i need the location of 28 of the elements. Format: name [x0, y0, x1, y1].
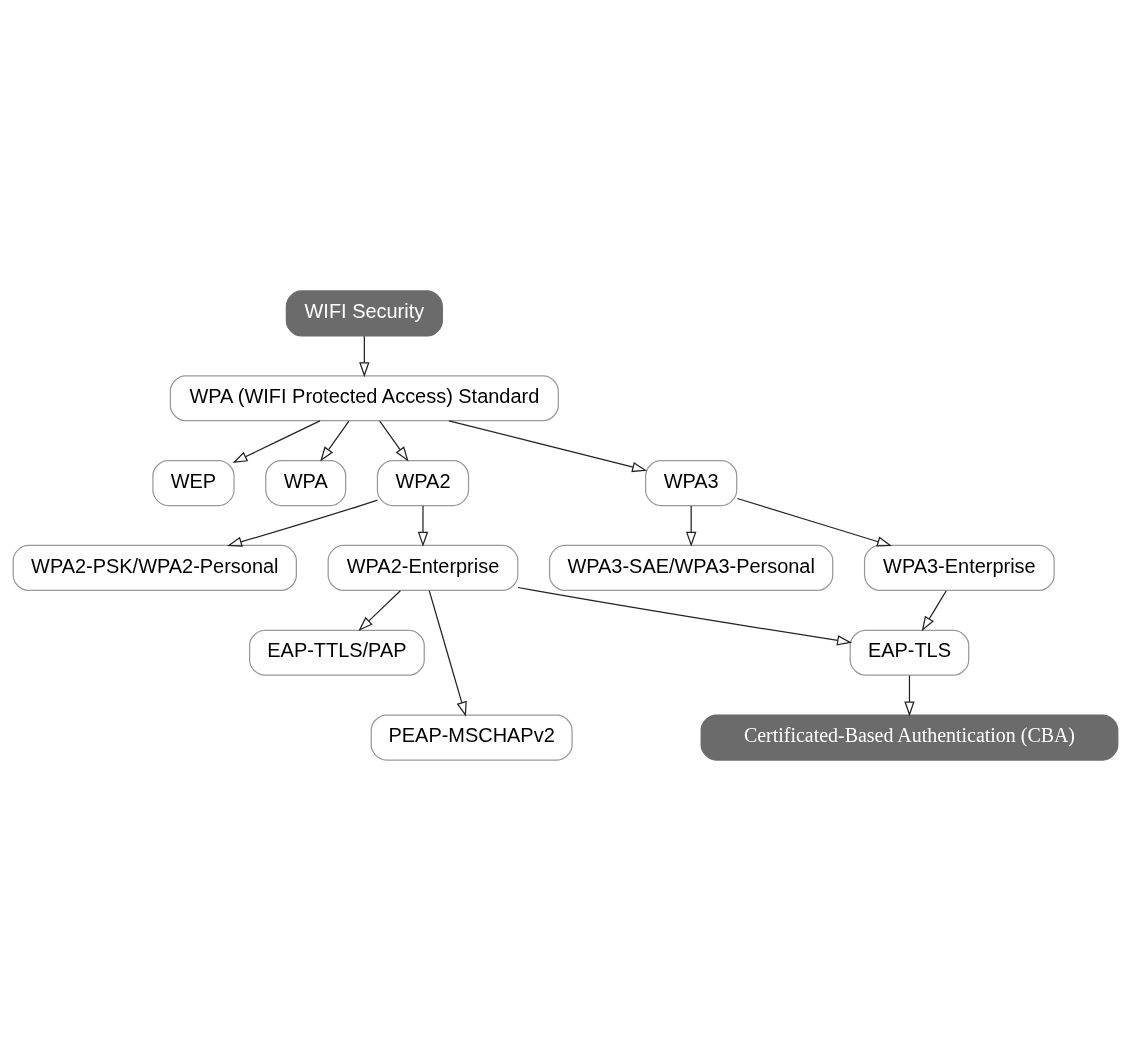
node-box: PEAP-MSCHAPv2 — [370, 713, 573, 761]
node-box: EAP-TTLS/PAP — [248, 629, 425, 676]
arrow — [320, 420, 350, 462]
node-box: WPA3 — [645, 459, 738, 506]
node-box: WPA3-SAE/WPA3-Personal — [548, 544, 834, 591]
node-box: WEP — [152, 459, 235, 506]
node-box: WPA — [265, 459, 347, 506]
arrow — [921, 589, 947, 631]
arrow — [685, 504, 697, 547]
arrow — [359, 335, 370, 377]
arrow — [428, 589, 467, 717]
node-box: WIFI Security — [285, 289, 443, 337]
arrow — [417, 504, 429, 547]
arrow — [517, 586, 853, 645]
arrow — [904, 674, 915, 716]
node-box: WPA2-PSK/WPA2-Personal — [12, 544, 297, 591]
arrow — [232, 419, 321, 463]
node-box: Certificated-Based Authentication (CBA) — [700, 713, 1119, 761]
node-box: EAP-TLS — [849, 629, 970, 676]
node-box: WPA3-Enterprise — [863, 544, 1055, 591]
node-box: WPA2 — [376, 459, 470, 506]
arrow — [227, 498, 379, 547]
arrow — [448, 419, 648, 472]
arrow — [358, 589, 401, 631]
node-box: WPA (WIFI Protected Access) Standard — [169, 374, 559, 421]
arrow — [736, 497, 893, 547]
arrow — [379, 420, 409, 462]
node-box: WPA2-Enterprise — [327, 544, 519, 591]
